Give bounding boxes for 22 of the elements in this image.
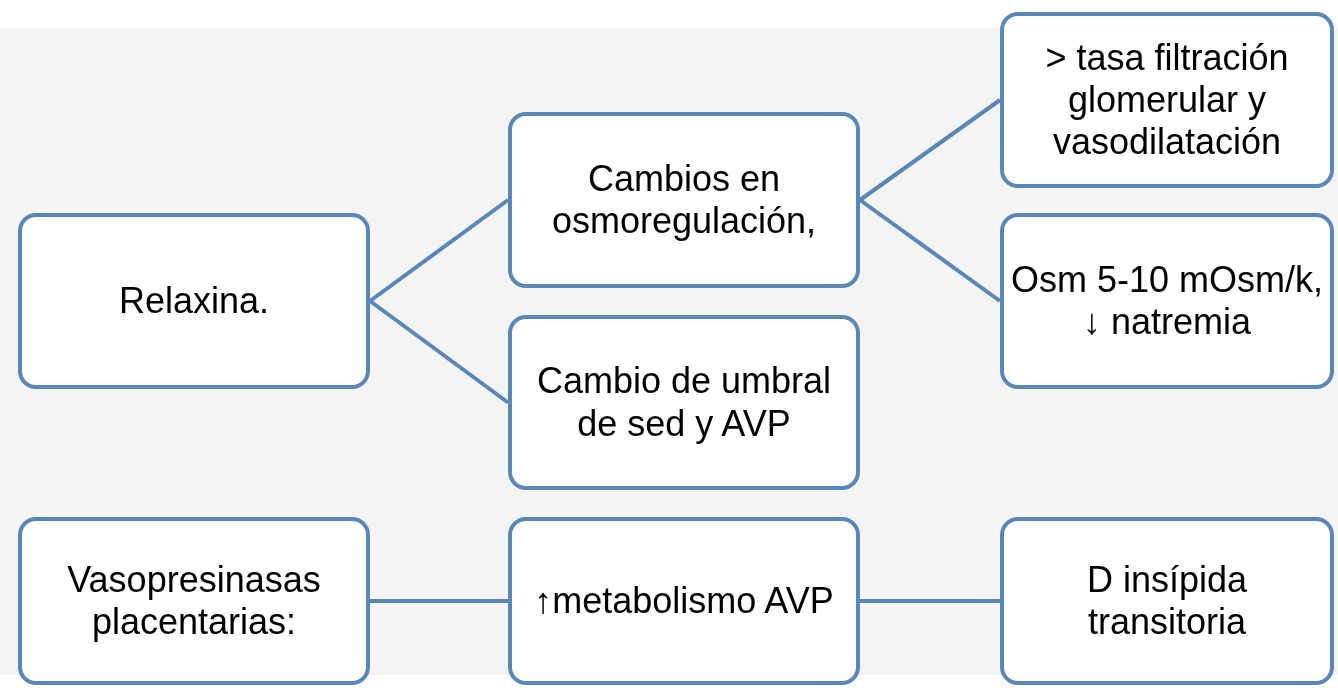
box-label: Vasopresinasas placentarias:	[66, 558, 322, 644]
connector-line	[370, 599, 508, 603]
connector-line	[858, 98, 1002, 202]
process-box	[18, 517, 370, 685]
process-box	[18, 213, 370, 389]
connector-line	[368, 299, 510, 405]
box-label: Cambios en osmoregulación,	[550, 157, 818, 243]
box-label: Cambio de umbral de sed y AVP	[535, 360, 833, 445]
box-label: D insípida transitoria	[1085, 558, 1249, 644]
box-label: Relaxina.	[118, 279, 270, 323]
process-box	[1000, 12, 1334, 188]
connector-line	[860, 599, 1000, 603]
process-box	[508, 517, 860, 685]
connector-line	[368, 198, 510, 303]
process-box	[508, 315, 860, 490]
process-box	[1000, 213, 1334, 389]
connector-line	[858, 198, 1002, 303]
box-label: Osm 5-10 mOsm/k, ↓ natremia	[1010, 258, 1324, 344]
box-label: ↑metabolismo AVP	[534, 579, 834, 623]
process-box	[1000, 517, 1334, 685]
process-box	[508, 112, 860, 288]
box-label: > tasa filtración glomerular y vasodilatación	[1044, 36, 1290, 164]
